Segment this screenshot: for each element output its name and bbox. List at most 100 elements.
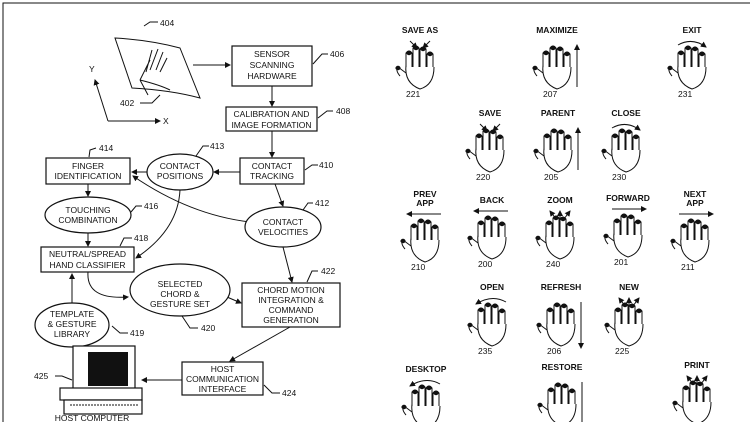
hand-icon (400, 219, 439, 262)
hand-icon (536, 303, 575, 346)
svg-text:424: 424 (282, 388, 296, 398)
svg-text:425: 425 (34, 371, 48, 381)
node-selected-chord-gesture-set: SELECTED CHORD & GESTURE SET 420 (130, 264, 230, 333)
svg-text:POSITIONS: POSITIONS (157, 171, 204, 181)
motion-arrow-rotate-ccw-icon (410, 380, 440, 386)
ref-402: 402 (120, 98, 134, 108)
gesture-restore: RESTORE (537, 362, 582, 422)
gesture-ref: 210 (411, 262, 425, 272)
node-chord-motion-integration: CHORD MOTION INTEGRATION & COMMAND GENER… (242, 266, 340, 327)
gesture-label: APP (416, 198, 434, 208)
svg-text:VELOCITIES: VELOCITIES (258, 227, 308, 237)
svg-text:406: 406 (330, 49, 344, 59)
svg-text:TRACKING: TRACKING (250, 171, 294, 181)
node-contact-positions: CONTACT POSITIONS 413 (147, 141, 224, 190)
node-contact-tracking: CONTACT TRACKING 410 (240, 158, 333, 184)
svg-text:CONTACT: CONTACT (252, 161, 292, 171)
svg-text:SENSOR: SENSOR (254, 49, 290, 59)
gesture-ref: 206 (547, 346, 561, 356)
hand-icon (535, 216, 574, 259)
gesture-save: SAVE220 (465, 108, 504, 182)
node-sensor-scanning-hardware: SENSOR SCANNING HARDWARE 406 (232, 46, 344, 86)
gesture-label: DESKTOP (406, 364, 447, 374)
gesture-label: BACK (480, 195, 505, 205)
svg-text:TEMPLATE: TEMPLATE (50, 309, 95, 319)
hand-icon (140, 49, 170, 95)
hand-icon (532, 46, 571, 89)
svg-text:NEUTRAL/SPREAD: NEUTRAL/SPREAD (49, 249, 126, 259)
gesture-ref: 207 (543, 89, 557, 99)
node-neutral-spread-classifier: NEUTRAL/SPREAD HAND CLASSIFIER 418 (41, 233, 148, 272)
svg-text:& GESTURE: & GESTURE (47, 319, 96, 329)
gesture-desktop: DESKTOP (401, 364, 446, 422)
svg-text:410: 410 (319, 160, 333, 170)
touch-surface: 404 402 (115, 18, 200, 108)
gesture-back: BACK 200 (467, 195, 508, 269)
hand-icon (672, 381, 711, 422)
gesture-ref: 240 (546, 259, 560, 269)
hand-icon (467, 216, 506, 259)
svg-text:CONTACT: CONTACT (160, 161, 200, 171)
gesture-ref: 221 (406, 89, 420, 99)
hand-icon (537, 383, 576, 422)
svg-text:INTERFACE: INTERFACE (199, 384, 247, 394)
gesture-label: ZOOM (547, 195, 573, 205)
ref-404: 404 (160, 18, 174, 28)
gesture-zoom: ZOOM 240 (535, 195, 574, 269)
svg-text:CHORD MOTION: CHORD MOTION (257, 285, 325, 295)
gesture-label: FORWARD (606, 193, 650, 203)
node-calibration: CALIBRATION AND IMAGE FORMATION 408 (226, 106, 350, 131)
motion-arrow-rotate-cw-icon (678, 41, 706, 47)
svg-text:HOST COMPUTER: HOST COMPUTER (55, 413, 129, 422)
svg-text:416: 416 (144, 201, 158, 211)
gesture-label: SAVE AS (402, 25, 439, 35)
gesture-prev-app: PREVAPP210 (400, 189, 441, 272)
gesture-new: NEW 225 (604, 282, 643, 356)
gesture-ref: 225 (615, 346, 629, 356)
gesture-label: NEW (619, 282, 640, 292)
node-host-communication-interface: HOST COMMUNICATION INTERFACE 424 (182, 362, 296, 398)
svg-text:SCANNING: SCANNING (250, 60, 295, 70)
gesture-refresh: REFRESH206 (536, 282, 581, 356)
hand-icon (467, 303, 506, 346)
gesture-label: EXIT (683, 25, 703, 35)
svg-text:HOST: HOST (211, 364, 235, 374)
gesture-ref: 201 (614, 257, 628, 267)
svg-text:HARDWARE: HARDWARE (247, 71, 297, 81)
hand-icon (401, 385, 440, 422)
svg-text:COMMUNICATION: COMMUNICATION (186, 374, 259, 384)
hand-icon (603, 214, 642, 257)
svg-text:FINGER: FINGER (72, 161, 104, 171)
gesture-open: OPEN235 (467, 282, 506, 356)
svg-text:408: 408 (336, 106, 350, 116)
gesture-ref: 220 (476, 172, 490, 182)
gesture-maximize: MAXIMIZE207 (532, 25, 578, 99)
svg-text:IDENTIFICATION: IDENTIFICATION (55, 171, 122, 181)
gesture-exit: EXIT 231 (667, 25, 706, 99)
svg-text:414: 414 (99, 143, 113, 153)
gesture-label: PARENT (541, 108, 576, 118)
svg-text:INTEGRATION &: INTEGRATION & (258, 295, 324, 305)
hand-icon (533, 129, 572, 172)
svg-text:422: 422 (321, 266, 335, 276)
gesture-ref: 230 (612, 172, 626, 182)
gesture-label: OPEN (480, 282, 504, 292)
gesture-label: RESTORE (542, 362, 583, 372)
svg-text:418: 418 (134, 233, 148, 243)
motion-arrow-contract-icon (410, 41, 430, 48)
hand-icon (667, 46, 706, 89)
svg-text:COMBINATION: COMBINATION (58, 215, 117, 225)
svg-text:COMMAND: COMMAND (269, 305, 314, 315)
hand-icon (601, 129, 640, 172)
node-touching-combination: TOUCHING COMBINATION 416 (45, 197, 158, 233)
svg-text:GESTURE SET: GESTURE SET (150, 299, 210, 309)
flowchart: 404 402 Y X (34, 18, 350, 422)
svg-text:412: 412 (315, 198, 329, 208)
gesture-ref: 200 (478, 259, 492, 269)
gesture-label: PRINT (684, 360, 710, 370)
svg-text:420: 420 (201, 323, 215, 333)
hand-icon (395, 46, 434, 89)
svg-text:CALIBRATION AND: CALIBRATION AND (234, 109, 310, 119)
gesture-ref: 231 (678, 89, 692, 99)
